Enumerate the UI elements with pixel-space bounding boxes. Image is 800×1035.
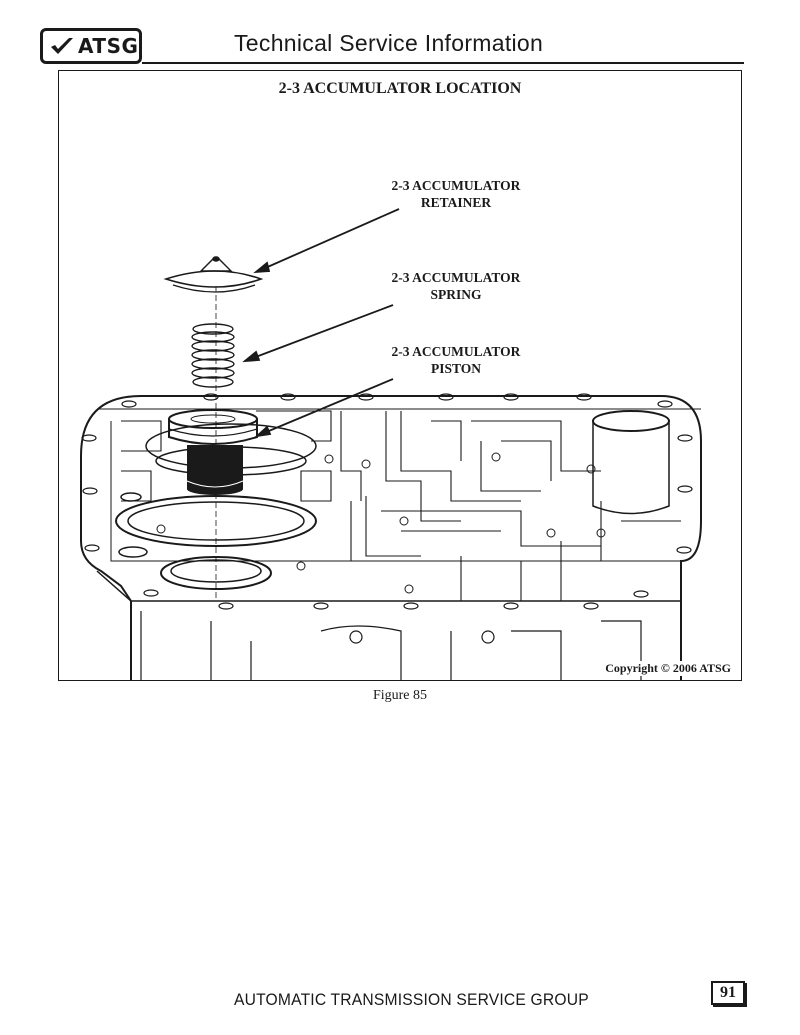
logo-text: ATSG (78, 34, 139, 58)
callout-spring: 2-3 ACCUMULATOR SPRING (356, 269, 556, 303)
callout-retainer-line2: RETAINER (420, 195, 492, 210)
valve-body-illustration (80, 208, 702, 680)
page-title: Technical Service Information (234, 30, 544, 56)
atsg-logo: ATSG (40, 28, 142, 64)
callout-spring-line2: SPRING (430, 287, 482, 302)
callout-piston: 2-3 ACCUMULATOR PISTON (356, 343, 556, 377)
footer-text: AUTOMATIC TRANSMISSION SERVICE GROUP (234, 990, 589, 1009)
figure-caption: Figure 85 (372, 688, 428, 703)
copyright-notice: Copyright © 2006 ATSG (603, 661, 733, 676)
header-divider (142, 62, 744, 64)
callout-piston-line1: 2-3 ACCUMULATOR (391, 344, 521, 359)
callout-piston-line2: PISTON (430, 361, 482, 376)
callout-retainer-line1: 2-3 ACCUMULATOR (391, 178, 521, 193)
callout-spring-line1: 2-3 ACCUMULATOR (391, 270, 521, 285)
figure-frame: 2-3 ACCUMULATOR LOCATION 2-3 ACCUMULATOR… (58, 70, 742, 681)
callout-retainer: 2-3 ACCUMULATOR RETAINER (356, 177, 556, 211)
figure-title: 2-3 ACCUMULATOR LOCATION (278, 80, 522, 97)
page-number: 91 (711, 981, 745, 1005)
checkmark-logo-icon (51, 38, 73, 54)
